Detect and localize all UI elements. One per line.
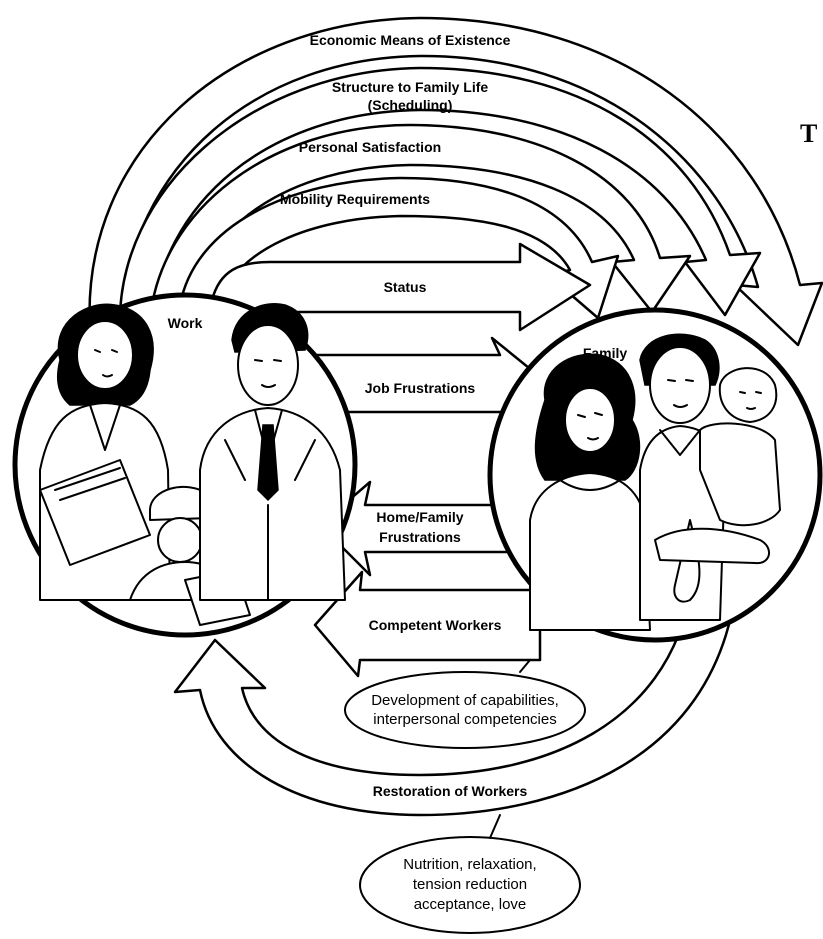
oval-restoration-line-2: tension reduction <box>413 876 527 893</box>
arrow-restoration-of-workers <box>173 593 737 817</box>
label-status: Status <box>384 279 427 295</box>
label-restoration-of-workers: Restoration of Workers <box>373 783 528 799</box>
arrow-economic-means <box>88 16 823 347</box>
restoration-connector <box>489 814 501 839</box>
label-job-frustrations: Job Frustrations <box>365 380 476 396</box>
label-family: Family <box>583 345 628 361</box>
label-structure-family-life: Structure to Family Life <box>332 79 489 95</box>
family-figures-illustration <box>529 333 781 631</box>
arrow-competent-workers <box>313 570 542 678</box>
label-economic-means: Economic Means of Existence <box>310 32 511 48</box>
restoration-oval <box>359 836 581 934</box>
arrow-status <box>210 242 592 332</box>
label-personal-satisfaction: Personal Satisfaction <box>299 139 441 155</box>
label-competent-workers: Competent Workers <box>369 617 502 633</box>
oval-restoration-line-3: acceptance, love <box>414 896 527 913</box>
label-frustrations: Frustrations <box>379 529 461 545</box>
capabilities-oval <box>344 671 586 749</box>
capabilities-connector <box>519 659 531 673</box>
oval-capabilities-line-1: Development of capabilities, <box>371 692 559 709</box>
arrow-personal-satisfaction <box>148 123 692 322</box>
oval-restoration-line-1: Nutrition, relaxation, <box>403 856 536 873</box>
arrow-structure-family-life <box>118 66 762 332</box>
label-scheduling: (Scheduling) <box>368 97 453 113</box>
label-work: Work <box>168 315 203 331</box>
arrow-mobility-requirements <box>178 176 620 320</box>
edge-letter-fragment: T <box>800 119 817 148</box>
work-figures-illustration <box>39 303 346 626</box>
label-mobility-requirements: Mobility Requirements <box>280 191 430 207</box>
oval-capabilities-line-2: interpersonal competencies <box>373 711 556 728</box>
label-home-family: Home/Family <box>376 509 463 525</box>
arrow-home-family-frustrations <box>318 480 512 577</box>
